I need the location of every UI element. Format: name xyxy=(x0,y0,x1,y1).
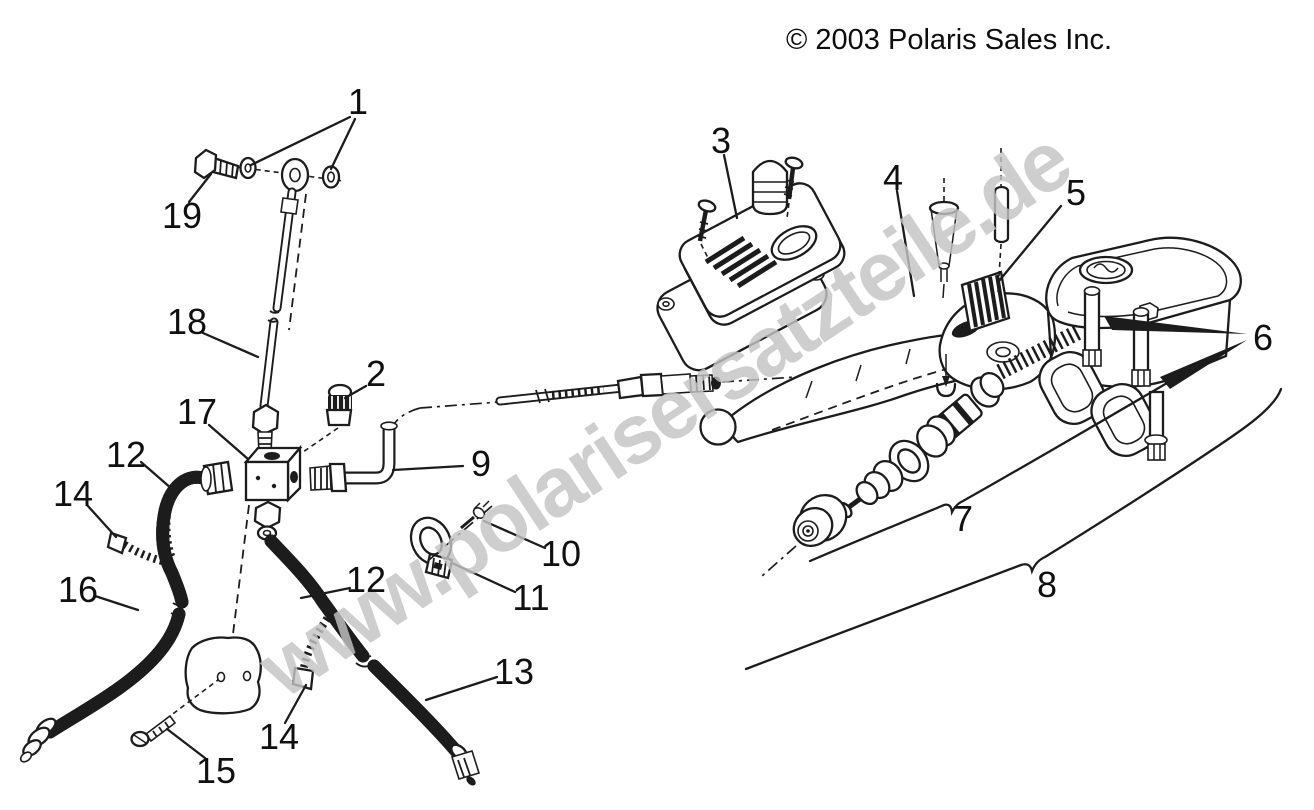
callout-6: 6 xyxy=(1252,317,1274,358)
screw-10 xyxy=(428,500,493,561)
callout-8: 8 xyxy=(1036,564,1058,605)
handlebar-clamps xyxy=(1038,351,1158,457)
callout-1: 1 xyxy=(347,81,369,122)
clamp-bolt-lower xyxy=(1144,390,1168,461)
callout-12b: 12 xyxy=(345,559,387,600)
brake-line-12-lower xyxy=(253,500,370,663)
reservoir-bellows xyxy=(751,159,789,216)
callout-17: 17 xyxy=(176,391,218,432)
callout-14a: 14 xyxy=(52,473,94,514)
callout-15: 15 xyxy=(195,750,237,791)
brake-line-13 xyxy=(355,652,481,786)
clamp-14a xyxy=(106,531,172,567)
banjo-tube-9 xyxy=(309,421,398,493)
callout-3: 3 xyxy=(710,120,732,161)
brake-line-16 xyxy=(19,602,186,763)
reservoir-cover-3 xyxy=(678,182,846,326)
callout-16: 16 xyxy=(57,569,99,610)
mounting-pad xyxy=(165,636,262,720)
callout-12a: 12 xyxy=(105,434,147,475)
cover-screw-right xyxy=(783,156,804,219)
clamp-14b xyxy=(291,610,335,691)
piston-assembly-7 xyxy=(761,323,1084,577)
cover-screw-left xyxy=(697,199,717,261)
junction-block-17 xyxy=(230,444,303,651)
callout-11: 11 xyxy=(512,577,550,618)
copyright-text: © 2003 Polaris Sales Inc. xyxy=(786,24,1113,56)
adjuster-detent-5 xyxy=(960,270,1011,333)
bolt-15 xyxy=(130,714,177,748)
callout-10: 10 xyxy=(540,533,582,574)
bracket-7 xyxy=(808,364,1198,563)
pivot-pin xyxy=(993,148,1010,293)
callout-9: 9 xyxy=(470,443,492,484)
washer-left xyxy=(239,156,257,180)
callout-7: 7 xyxy=(952,498,974,539)
brake-line-12-upper xyxy=(163,460,234,609)
callout-18: 18 xyxy=(166,301,208,342)
bolt-19 xyxy=(193,148,240,180)
clamp-bolt-mid xyxy=(1131,306,1151,387)
callout-19: 19 xyxy=(161,195,203,236)
leader-lines xyxy=(85,115,1247,760)
washer-right xyxy=(321,165,341,189)
callout-4: 4 xyxy=(882,157,904,198)
callout-2: 2 xyxy=(365,353,387,394)
clamp-bolt-upper xyxy=(1082,285,1102,367)
callout-14b: 14 xyxy=(258,716,300,757)
bracket-8 xyxy=(744,387,1283,671)
brake-rod-18 xyxy=(251,187,299,459)
cup-washer xyxy=(928,178,960,299)
rod-eye-end xyxy=(280,157,310,193)
ring-clamp-11 xyxy=(409,516,454,580)
fitting-2 xyxy=(302,383,353,453)
callout-5: 5 xyxy=(1065,172,1087,213)
callout-13: 13 xyxy=(493,651,535,692)
